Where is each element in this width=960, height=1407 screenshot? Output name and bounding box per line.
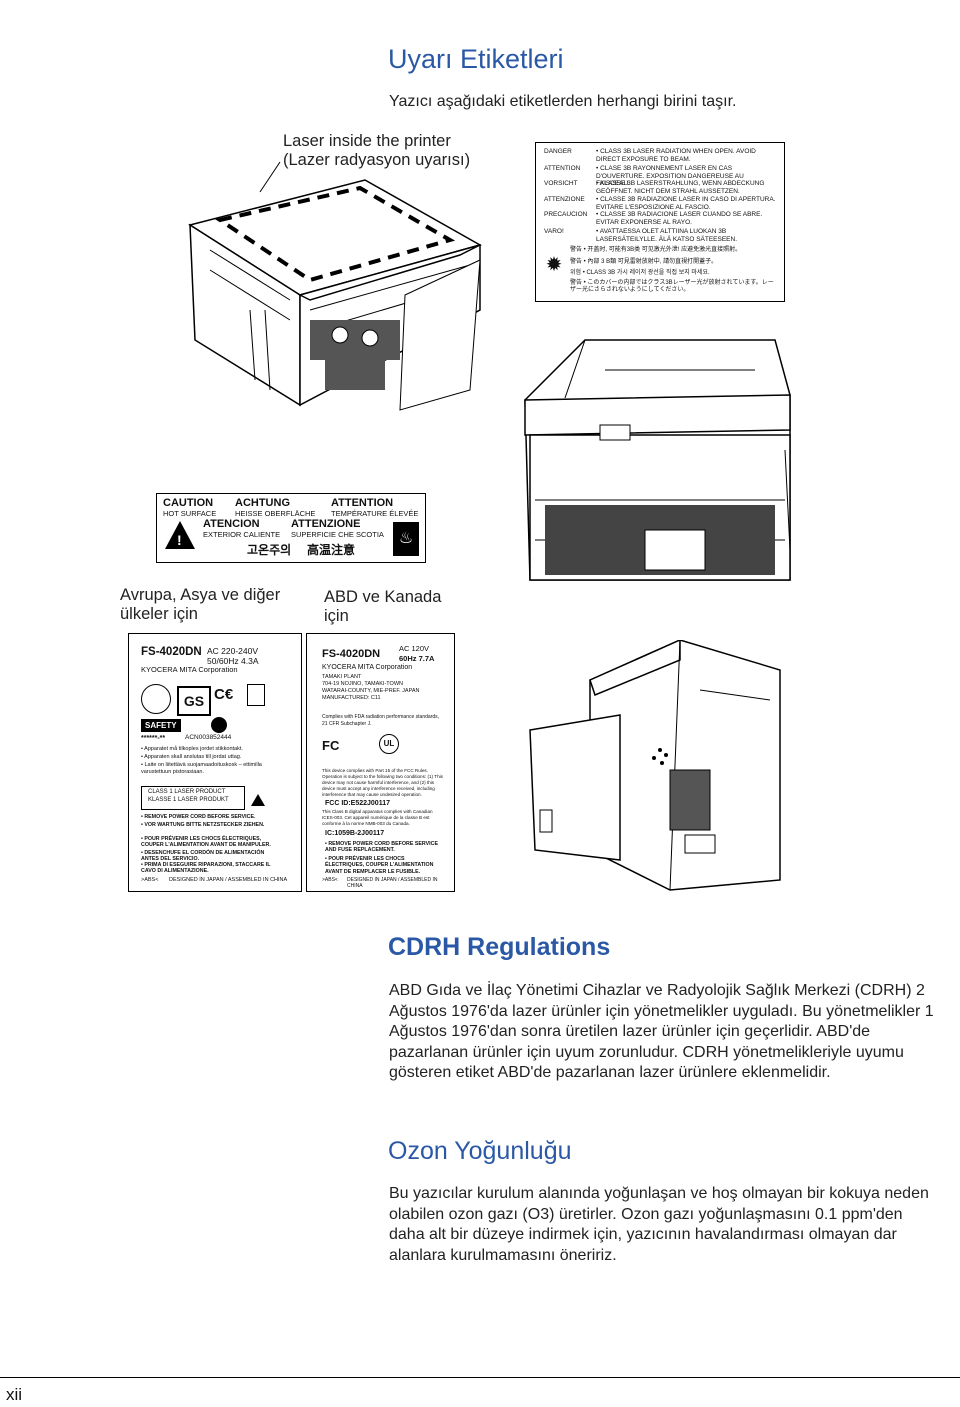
rl-power2: 50/60Hz 4.3A: [207, 656, 259, 666]
rr-ic: IC:1059B-2J00117: [325, 830, 385, 837]
hot-temperature: TEMPÉRATURE ÉLEVÉE: [331, 509, 419, 518]
hot-superficie: SUPERFICIE CHE SCOTIA: [291, 530, 384, 539]
hot-achtung: ACHTUNG: [235, 497, 290, 509]
rl-warning: • VOR WARTUNG BITTE NETZSTECKER ZIEHEN.: [141, 822, 265, 828]
laser-asian-row: 警告 • 开盖时, 可能有3B类 可见激光外泄! 应避免激光直接照射。: [570, 247, 742, 253]
ce-mark-icon: C€: [214, 686, 234, 703]
hot-exterior: EXTERIOR CALIENTE: [203, 530, 281, 539]
rr-footer-abs: >ABS<: [322, 877, 338, 883]
rating-label-right: FS-4020DN AC 120V 60Hz 7.7A KYOCERA MITA…: [306, 633, 455, 892]
hot-warning-triangle-icon: [165, 521, 195, 549]
rr-manufactured: MANUFACTURED: C11: [322, 695, 381, 701]
rl-warning-triangle-icon: [251, 794, 265, 806]
rl-bullet: • Apparaten skall anslutas till jordat u…: [141, 754, 242, 760]
rr-address1: 704-19 NOJINO, TAMAKI-TOWN: [322, 681, 403, 687]
cdrh-body: ABD Gıda ve İlaç Yönetimi Cihazlar ve Ra…: [389, 982, 934, 1081]
section-title-warning-labels: Uyarı Etiketleri: [388, 44, 564, 74]
rl-warning: • POUR PRÉVENIR LES CHOCS ÉLECTRIQUES, C…: [141, 836, 271, 849]
tuv-mark-icon: [141, 684, 171, 714]
laser-row-text: • CLASS 3B LASER RADIATION WHEN OPEN. AV…: [596, 148, 756, 163]
hot-heisse: HEISSE OBERFLÄCHE: [235, 509, 316, 518]
laser-leader-line: [259, 161, 281, 193]
rr-address2: WATARAI-COUNTY, MIE-PREF. JAPAN: [322, 688, 420, 694]
ps-mark-icon: [211, 717, 227, 733]
intro-text: Yazıcı aşağıdaki etiketlerden herhangi b…: [389, 93, 737, 110]
rating-label-left: FS-4020DN AC 220-240V 50/60Hz 4.3A KYOCE…: [128, 633, 302, 892]
rl-acn: ACN003852444: [185, 734, 232, 741]
rl-bullet: • Laite on liitettävä suojamaadoituskosk…: [141, 762, 262, 775]
rl-stars: ******-**: [141, 735, 166, 742]
recycle-bin-icon: [247, 684, 265, 706]
hot-attention: ATTENTION: [331, 497, 394, 509]
rr-footer-design: DESIGNED IN JAPAN / ASSEMBLED IN CHINA: [347, 877, 438, 889]
laser-caption-line1: Laser inside the printer: [283, 132, 451, 150]
rl-class-box: CLASS 1 LASER PRODUCT KLASSE 1 LASER PRO…: [141, 786, 245, 810]
footer-rule: [0, 1377, 960, 1378]
rl-power1: AC 220-240V: [207, 646, 259, 656]
hot-surface-label: CAUTION HOT SURFACE ACHTUNG HEISSE OBERF…: [156, 493, 426, 563]
rl-footer-design: DESIGNED IN JAPAN / ASSEMBLED IN CHINA: [169, 877, 288, 883]
rr-warning: • REMOVE POWER CORD BEFORE SERVICE AND F…: [325, 841, 439, 854]
hot-surface-icon: ♨: [393, 522, 419, 556]
fc-mark-icon: FC: [322, 738, 340, 753]
section-title-ozone: Ozon Yoğunluğu: [388, 1137, 572, 1165]
rr-warning: • POUR PRÉVENIR LES CHOCS ÉLECTRIQUES, C…: [325, 856, 434, 875]
caption-europe-line2: ülkeler için: [120, 605, 198, 623]
rl-safety: SAFETY: [141, 719, 181, 732]
rl-model: FS-4020DN: [141, 646, 202, 658]
hot-caution: CAUTION: [163, 497, 214, 509]
rl-bullet: • Apparatet må tilkoples jordet stikkont…: [141, 746, 243, 752]
hot-korean: 고온주의: [247, 543, 292, 557]
laser-caption-line2: (Lazer radyasyon uyarısı): [283, 151, 471, 169]
hot-chinese: 高温注意: [307, 543, 356, 557]
laser-row-key: DANGER: [544, 148, 572, 155]
ozone-body: Bu yazıcılar kurulum alanında yoğunlaşan…: [389, 1185, 929, 1264]
printer-rear-illustration: [188, 179, 482, 411]
laser-asian-row: 警告 • 內部 3 B類 可見雷射放射中, 請勿直視打開蓋子。: [570, 259, 718, 265]
rr-canada-text: This Class B digital apparatus complies …: [322, 809, 433, 826]
laser-row-text: • CLASE 3B RAYONNEMENT LASER EN CAS D'OU…: [596, 165, 744, 187]
rl-footer-abs: >ABS<: [141, 877, 159, 883]
rr-power1: AC 120V: [399, 644, 430, 653]
hot-atencion: ATENCION: [203, 518, 260, 530]
rl-class1: CLASS 1 LASER PRODUCT: [148, 789, 226, 795]
caption-europe-line1: Avrupa, Asya ve diğer: [120, 586, 281, 604]
laser-row-text: • CLASSE 3B RADIAZIONE LASER IN CASO DI …: [596, 196, 776, 211]
rr-model: FS-4020DN: [322, 648, 381, 660]
rr-maker: KYOCERA MITA Corporation: [322, 664, 413, 671]
caption-usa-line1: ABD ve Kanada: [324, 588, 442, 606]
rl-maker: KYOCERA MITA Corporation: [141, 665, 238, 674]
laser-row-key: VARO!: [544, 228, 564, 235]
ul-mark-icon: UL: [379, 734, 399, 754]
rr-fda: Complies with FDA radiation performance …: [322, 714, 439, 727]
hot-surface-en: HOT SURFACE: [163, 509, 217, 518]
gs-mark-icon: GS: [177, 686, 211, 716]
caption-usa-line2: için: [324, 607, 349, 625]
laser-row-text: • KLASSE 3B LASERSTRAHLUNG, WENN ABDECKU…: [596, 180, 765, 195]
rl-warning: • PRIMA DI ESEGUIRE RIPARAZIONI, STACCAR…: [141, 862, 271, 875]
hot-attenzione: ATTENZIONE: [291, 518, 361, 530]
printer-front-illustration: [524, 339, 791, 581]
rl-klasse1: KLASSE 1 LASER PRODUKT: [148, 797, 229, 803]
laser-row-key: ATTENZIONE: [544, 196, 585, 203]
section-title-cdrh: CDRH Regulations: [388, 933, 611, 961]
laser-row-key: VORSICHT: [544, 180, 578, 187]
laser-asian-row: 위험 • CLASS 3B 가시 레이저 광선을 직접 보지 마세요.: [570, 270, 710, 276]
page-number: xii: [6, 1385, 23, 1404]
rl-warning: • DESENCHUFE EL CORDÓN DE ALIMENTACIÓN A…: [141, 850, 265, 863]
laser-warning-label: DANGER • CLASS 3B LASER RADIATION WHEN OP…: [535, 142, 785, 302]
printer-open-side-illustration: [529, 640, 781, 891]
laser-row-key: PRECAUCION: [544, 211, 588, 218]
laser-row-text: • AVATTAESSA OLET ALTTIINA LUOKAN 3B LAS…: [596, 228, 738, 243]
rr-fcc-id: FCC ID:E522J00117: [325, 800, 390, 807]
laser-asian-row: 警告 • このカバーの内部ではクラス3Bレーザー光が放射されています。レーザー光…: [570, 280, 774, 293]
laser-row-key: ATTENTION: [544, 165, 581, 172]
rl-warning: • REMOVE POWER CORD BEFORE SERVICE.: [141, 814, 256, 820]
rr-fcc-text: This device complies with Part 15 of the…: [322, 768, 443, 797]
laser-row-text: • CLASSE 3B RADIACIONE LASER CUANDO SE A…: [596, 211, 763, 226]
rr-power2: 60Hz 7.7A: [399, 654, 435, 663]
laser-star-icon: ✹: [545, 254, 563, 276]
rr-plant: TAMAKI PLANT: [322, 674, 362, 680]
